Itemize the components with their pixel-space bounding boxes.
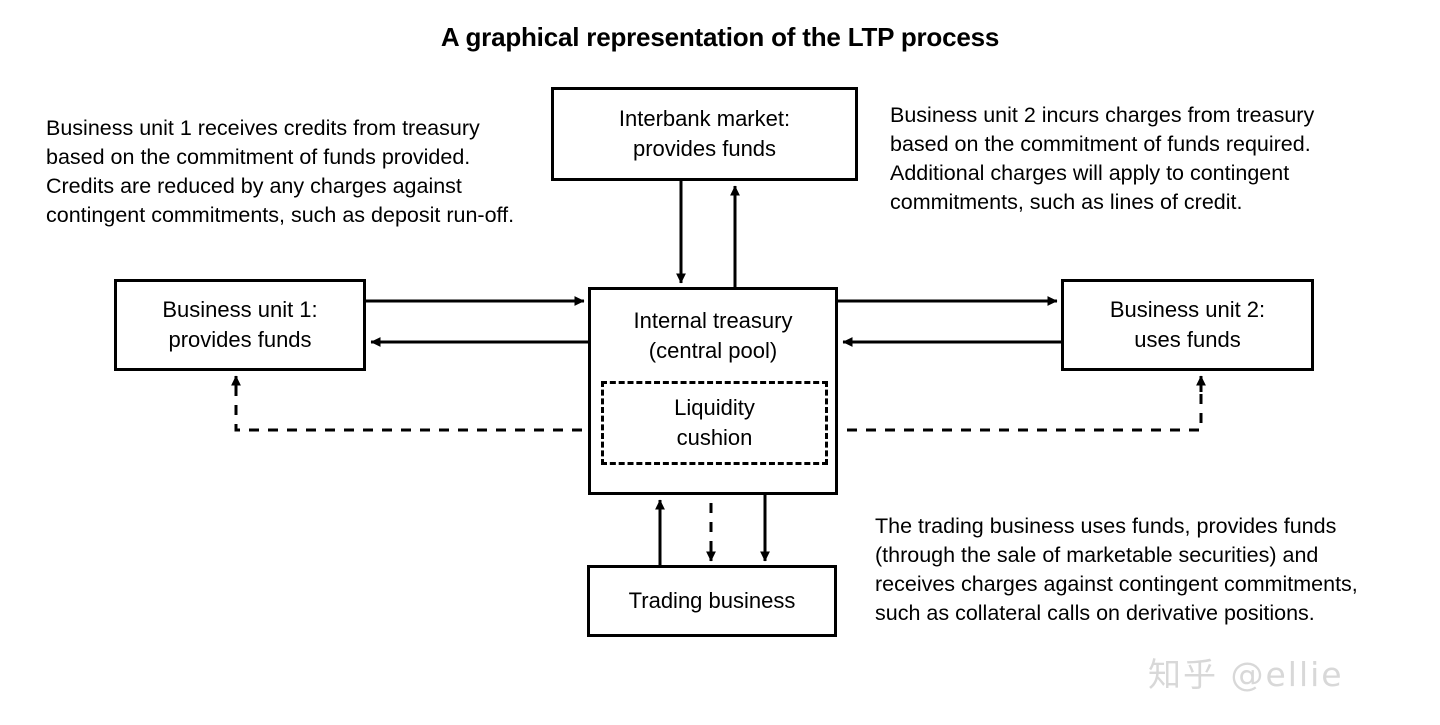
wire-treasury-bu2 — [838, 296, 1061, 347]
note-business-unit-2: Business unit 2 incurs charges from trea… — [890, 103, 1315, 214]
node-liquidity-cushion: Liquidity cushion — [601, 381, 828, 465]
node-interbank-market: Interbank market: provides funds — [551, 87, 858, 181]
note-business-unit-1: Business unit 1 receives credits from tr… — [46, 116, 515, 227]
wire-bu1-treasury — [366, 296, 588, 347]
node-business-unit-2: Business unit 2: uses funds — [1061, 279, 1314, 371]
wire-cushion-bu2 — [828, 375, 1206, 432]
watermark: 知乎 @ellie — [1148, 655, 1344, 694]
wire-trading-treasury — [655, 495, 770, 565]
page-title: A graphical representation of the LTP pr… — [440, 22, 1000, 52]
node-business-unit-1: Business unit 1: provides funds — [114, 279, 366, 371]
wire-interbank-treasury — [676, 181, 740, 288]
wire-cushion-bu1 — [231, 375, 601, 432]
node-internal-treasury: Internal treasury (central pool) — [588, 287, 838, 495]
note-trading-business: The trading business uses funds, provide… — [875, 514, 1358, 625]
node-trading-business: Trading business — [587, 565, 837, 637]
